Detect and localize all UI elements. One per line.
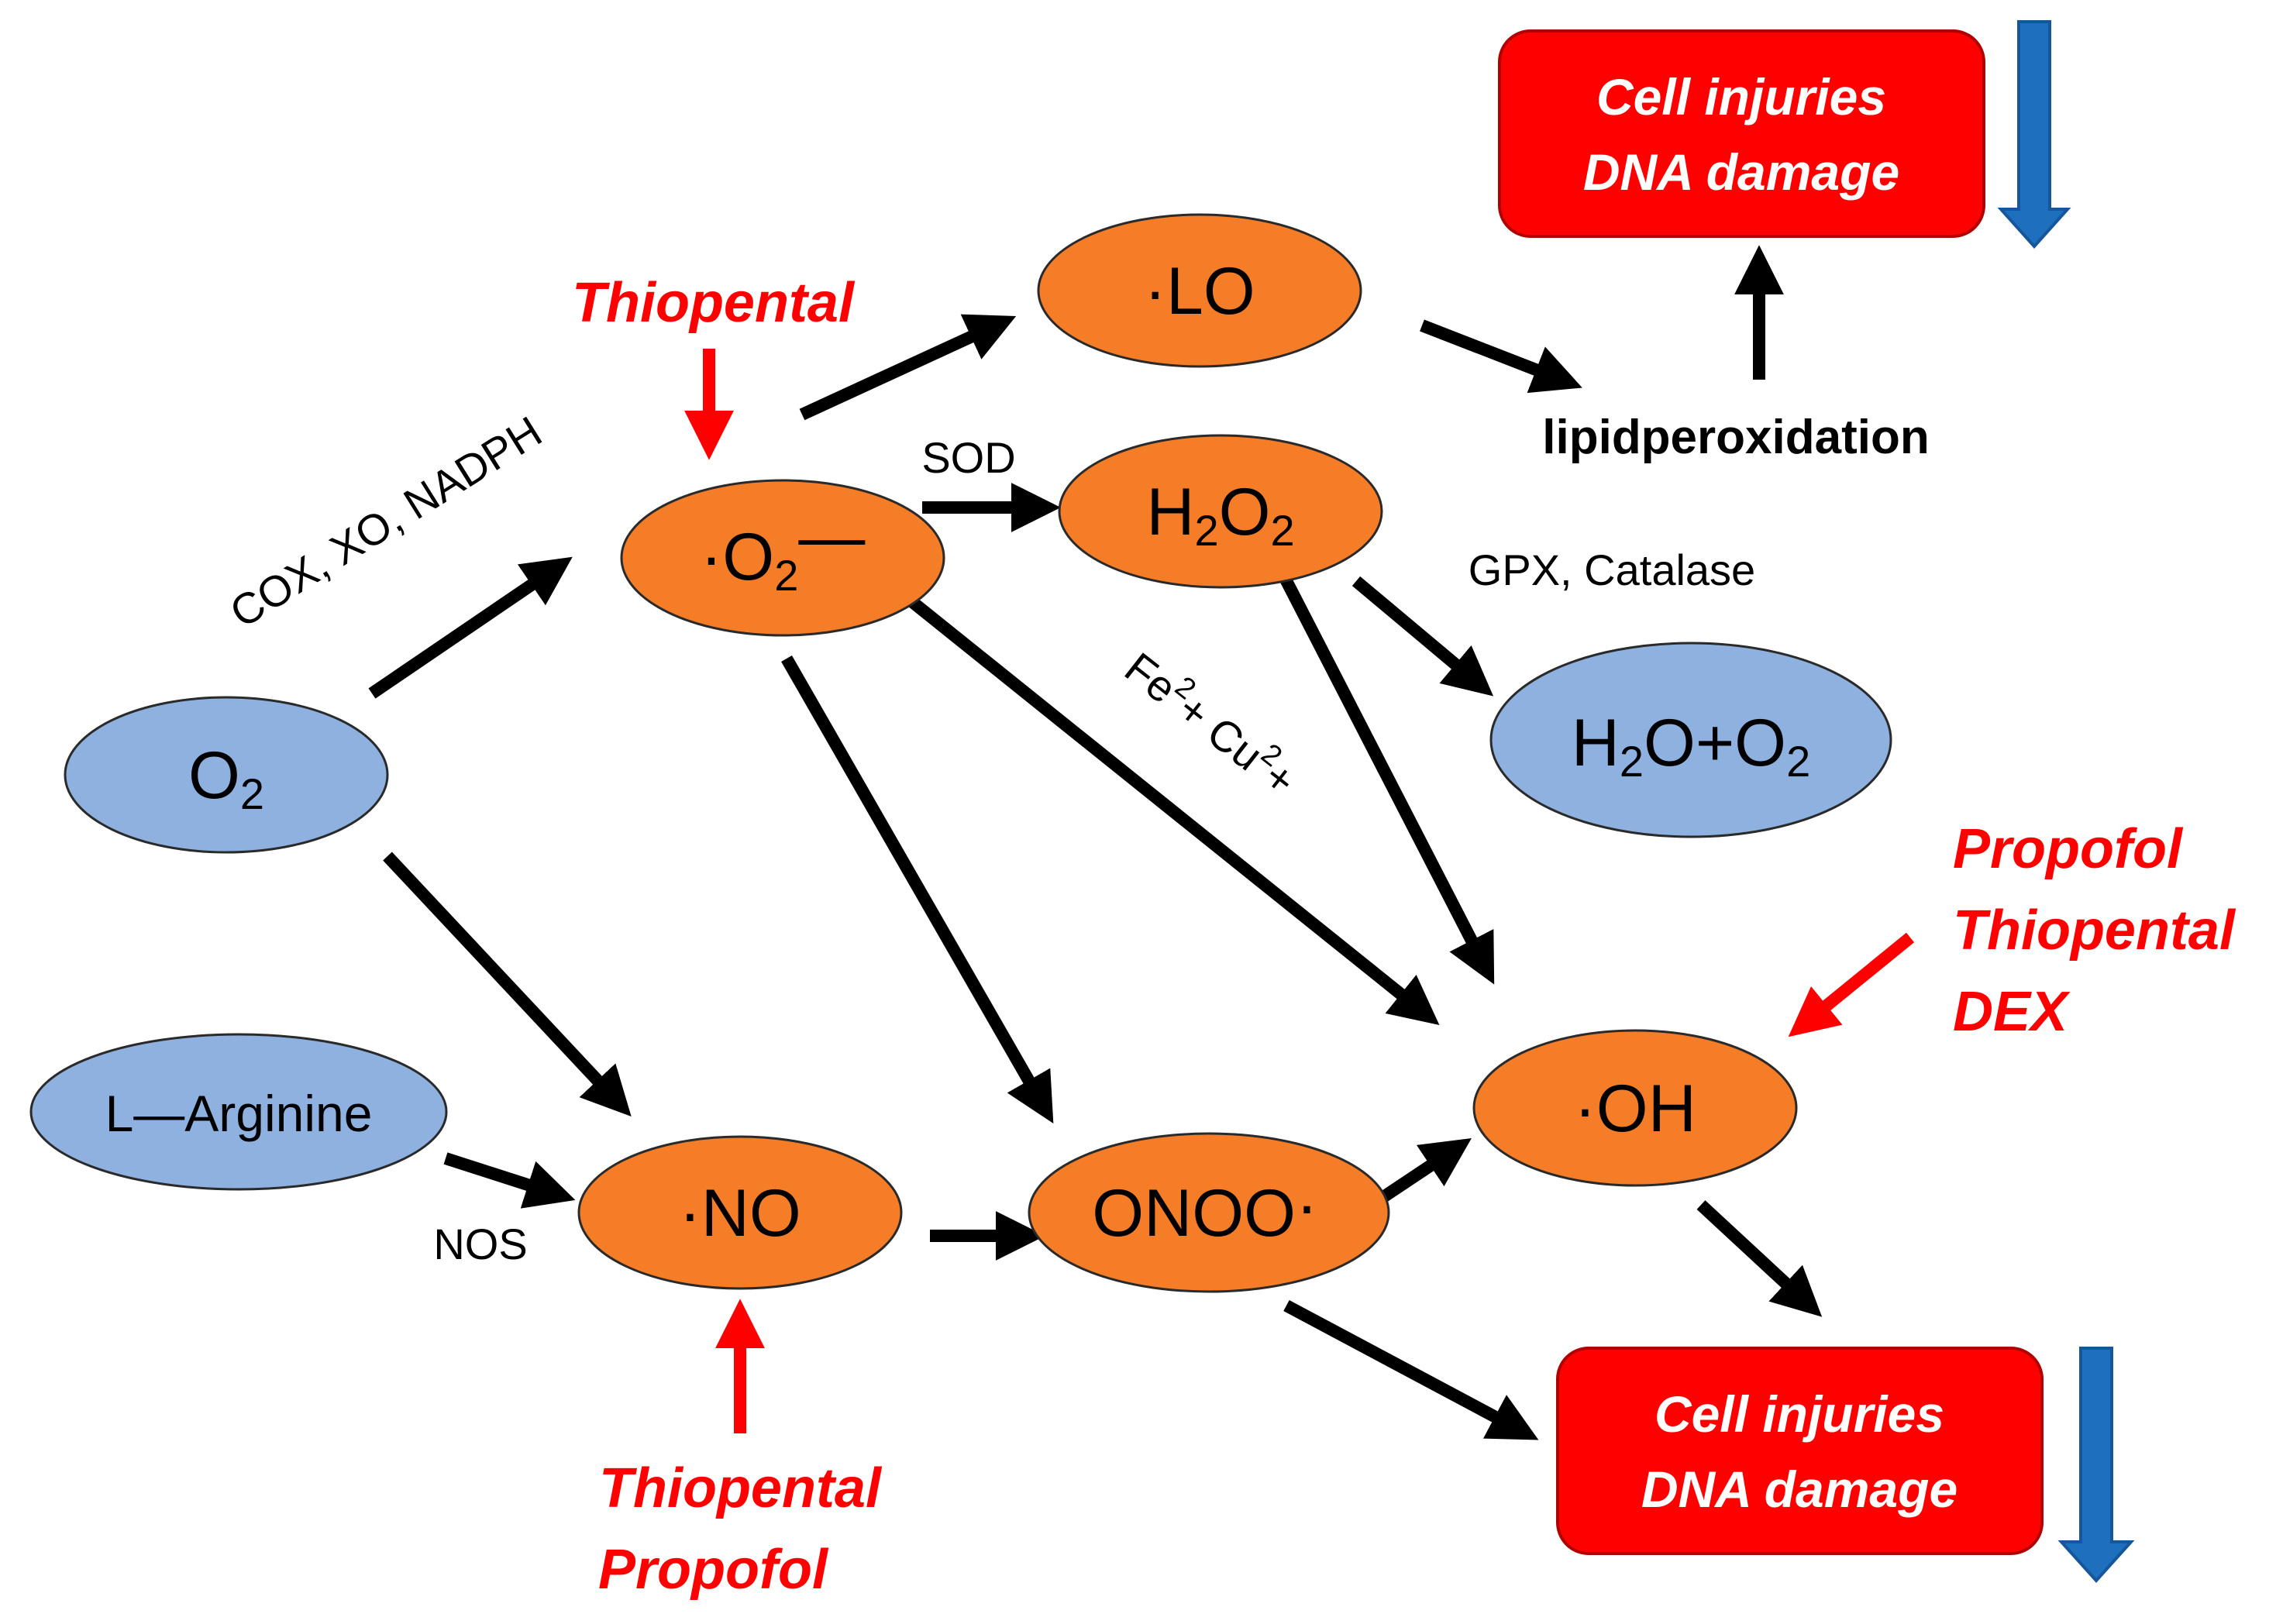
- l-arginine-label: L—Arginine: [105, 1085, 373, 1142]
- label-sod: SOD: [921, 433, 1015, 482]
- arrow-onoo-to-bottom-outcome: [1283, 1299, 1539, 1440]
- svg-text:H2O2: H2O2: [1146, 475, 1294, 555]
- down-arrow-top-icon: [1997, 20, 2071, 249]
- arrow-o2-to-no: [383, 852, 632, 1117]
- arrow-h2o2-to-oh: [1276, 570, 1495, 985]
- arrow-superoxide-to-onoo: [781, 655, 1054, 1123]
- o2-base: O: [188, 738, 240, 813]
- arrow-larginine-to-no: [443, 1152, 576, 1209]
- svg-text:DNA damage: DNA damage: [1641, 1461, 1957, 1518]
- svg-text:·O2—: ·O2—: [701, 500, 866, 600]
- arrow-superoxide-to-lo: [799, 314, 1017, 421]
- outcome-box-bottom: Cell injuries DNA damage: [1556, 1347, 2044, 1555]
- node-superoxide: ·O2—: [620, 479, 945, 637]
- node-oh: ·OH: [1472, 1029, 1798, 1187]
- node-o2: O2: [64, 696, 389, 854]
- drug-label-right-1: Propofol: [1953, 818, 2184, 880]
- drug-label-right-2: Thiopental: [1953, 900, 2236, 962]
- svg-text:DNA damage: DNA damage: [1583, 143, 1899, 201]
- arrow-o2-to-superoxide: [368, 556, 573, 699]
- node-no: ·NO: [577, 1135, 903, 1290]
- label-nos: NOS: [433, 1220, 527, 1268]
- node-l-arginine: L—Arginine: [29, 1033, 448, 1191]
- drug-label-top: Thiopental: [572, 272, 856, 334]
- down-arrow-bottom-icon: [2057, 1347, 2135, 1583]
- outcome-box-top: Cell injuries DNA damage: [1498, 29, 1985, 238]
- svg-text:ONOO·: ONOO·: [1092, 1168, 1317, 1251]
- label-lipidperoxidation: lipidperoxidation: [1542, 411, 1929, 464]
- o2-sub: 2: [240, 769, 264, 818]
- red-arrows: [684, 349, 1915, 1433]
- node-h2o2: H2O2: [1058, 434, 1383, 589]
- drug-label-right-3: DEX: [1953, 981, 2071, 1043]
- arrow-lo-to-lipid: [1420, 319, 1582, 394]
- drug-label-bottom-1: Thiopental: [599, 1457, 883, 1519]
- arrow-oh-to-bottom-outcome: [1696, 1200, 1823, 1317]
- svg-text:Cell injuries: Cell injuries: [1654, 1385, 1944, 1443]
- svg-text:·OH: ·OH: [1574, 1072, 1696, 1146]
- arrow-drugs-to-oh: [1788, 932, 1915, 1037]
- arrow-h2o2-to-h2oo2: [1351, 576, 1494, 697]
- node-onoo: ONOO·: [1028, 1132, 1390, 1293]
- svg-text:·LO: ·LO: [1144, 254, 1255, 329]
- black-arrows: [368, 245, 1823, 1440]
- node-lo: ·LO: [1037, 213, 1362, 368]
- label-metals: Fe2+ Cu2+: [1116, 639, 1308, 806]
- arrow-superoxide-to-oh: [906, 595, 1440, 1026]
- svg-text:·NO: ·NO: [679, 1176, 801, 1251]
- drug-label-bottom-2: Propofol: [598, 1539, 829, 1601]
- label-gpx-catalase: GPX, Catalase: [1469, 545, 1755, 594]
- svg-text:H2O+O2: H2O+O2: [1572, 706, 1810, 786]
- svg-text:Cell injuries: Cell injuries: [1596, 68, 1886, 126]
- node-h2o-o2: H2O+O2: [1489, 642, 1892, 838]
- svg-text:O2: O2: [188, 738, 264, 818]
- arrow-onoo-to-oh: [1379, 1138, 1472, 1203]
